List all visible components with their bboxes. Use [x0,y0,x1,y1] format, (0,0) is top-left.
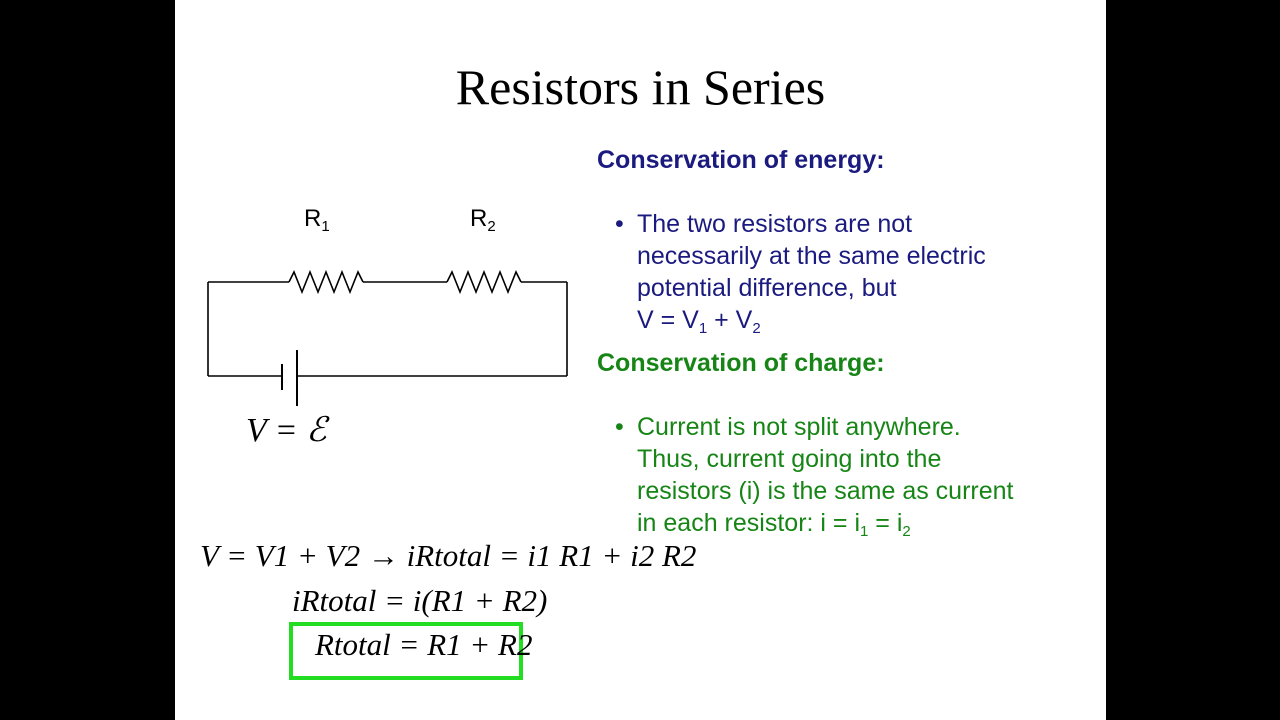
circuit-diagram [207,269,568,406]
charge-line-2: Thus, current going into the [637,445,942,473]
equation-line-1: V = V1 + V2 → iRtotal = i1 R1 + i2 R2 [200,538,697,573]
source-equation: V = ℰ [246,412,327,449]
resistor-r2 [446,269,522,295]
energy-line-3: potential difference, but [637,274,897,302]
equation-line-3-boxed: Rtotal = R1 + R2 [315,627,533,662]
energy-heading: Conservation of energy: [597,146,885,174]
energy-bullet-text: The two resistors are not necessarily at… [637,208,1077,336]
resistor-r2-label: R2 [470,205,496,235]
result-highlight-box [289,622,523,680]
resistor-r1-label: R1 [304,205,330,235]
slide-title: Resistors in Series [455,59,826,115]
charge-heading: Conservation of charge: [597,349,885,377]
resistor-r1 [288,269,364,295]
energy-bullet: • The two resistors are not necessarily … [615,208,1085,338]
bullet-dot: • [615,210,624,238]
charge-line-4: in each resistor: i = i1 = i2 [637,509,911,540]
energy-line-4: V = V1 + V2 [637,306,761,337]
energy-line-1: The two resistors are not [637,210,913,238]
charge-bullet: • Current is not split anywhere. Thus, c… [615,411,1085,541]
bullet-dot: • [615,413,624,441]
charge-line-3: resistors (i) is the same as current [637,477,1014,505]
equation-line-2: iRtotal = i(R1 + R2) [292,583,548,618]
charge-line-1: Current is not split anywhere. [637,413,961,441]
energy-line-2: necessarily at the same electric [637,242,986,270]
charge-bullet-text: Current is not split anywhere. Thus, cur… [637,411,1077,539]
slide: Resistors in Series R1 R2 V = ℰ V = V1 +… [175,0,1106,720]
